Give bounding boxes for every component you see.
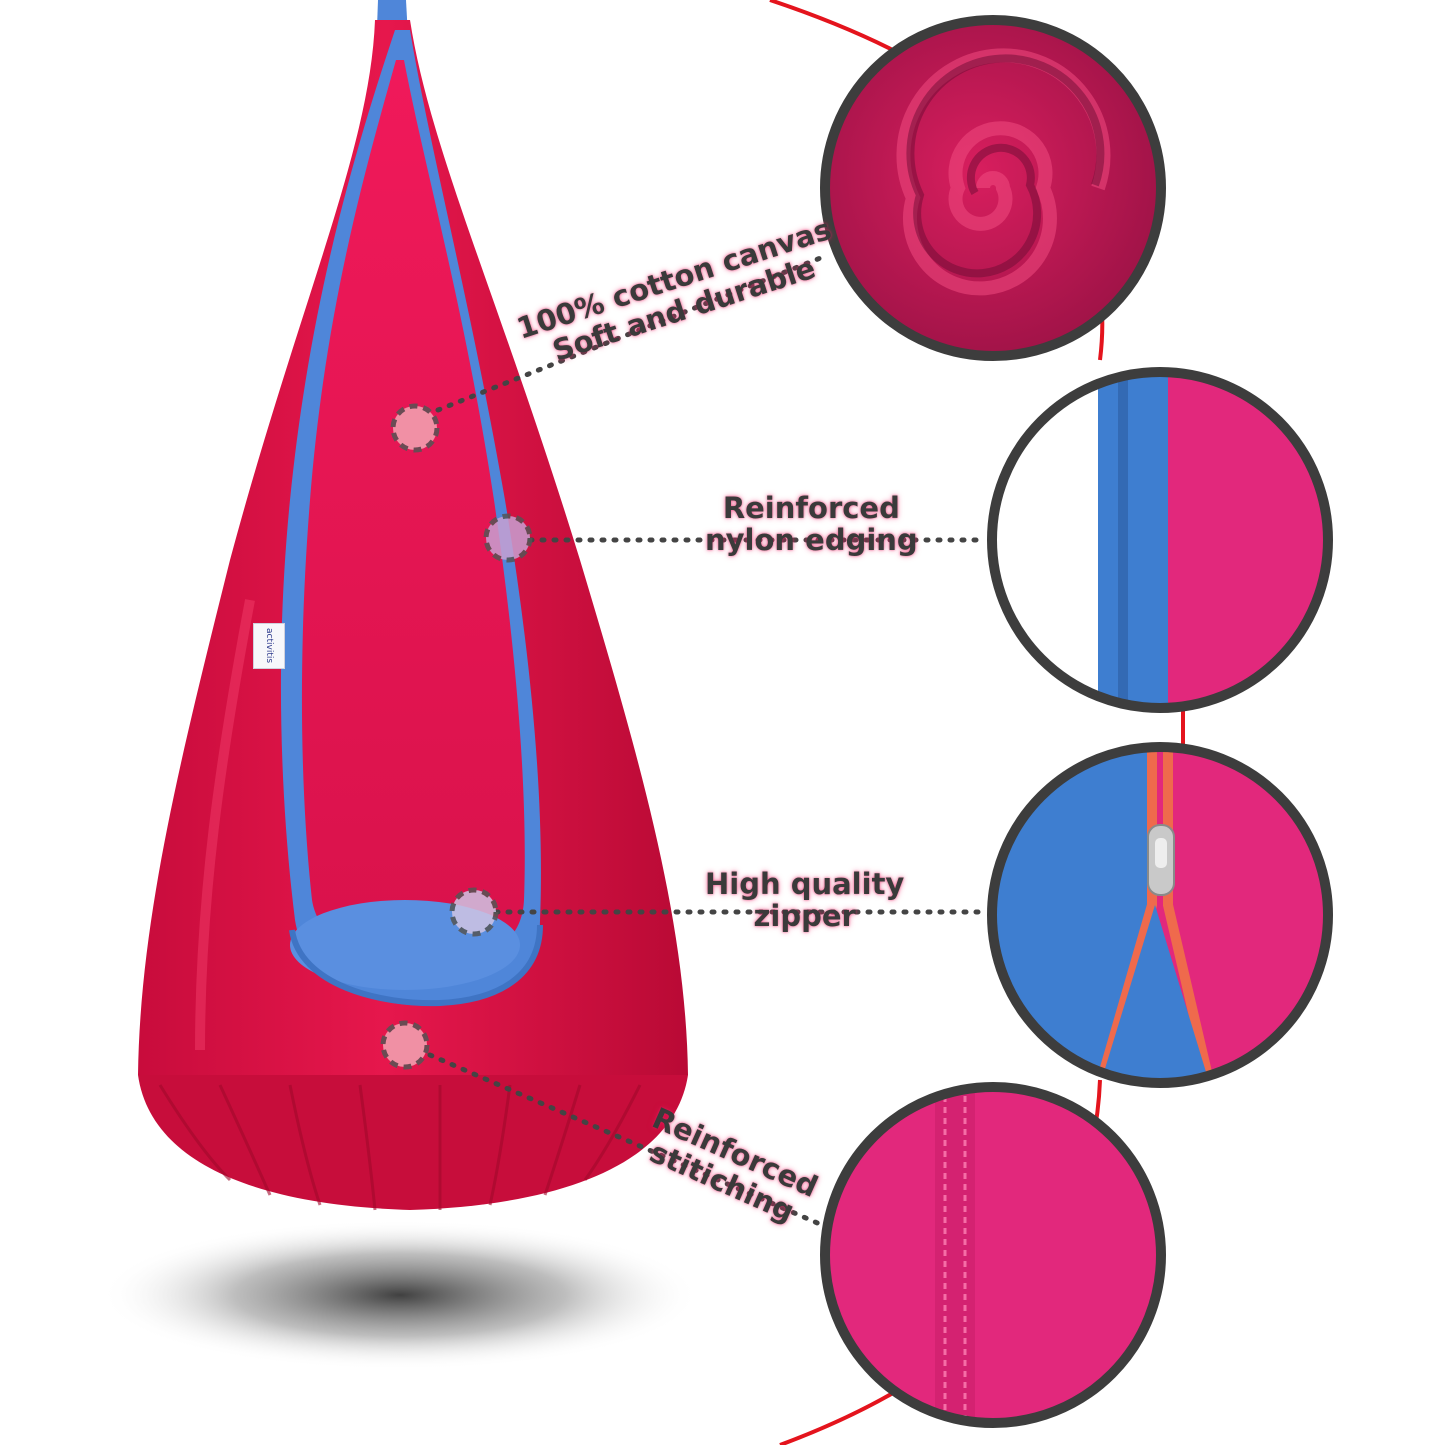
detail-zipper xyxy=(987,742,1333,1088)
callout-zipper: High quality zipper xyxy=(705,868,904,933)
detail-nylon-edging xyxy=(987,367,1333,713)
leader-stitching xyxy=(427,1052,825,1228)
brand-tag: activitis xyxy=(253,623,285,669)
hotspot-cotton xyxy=(390,403,440,453)
hotspot-edging xyxy=(483,513,533,563)
callout-zipper-line1: High quality xyxy=(705,867,905,901)
hotspot-zipper xyxy=(449,887,499,937)
brand-tag-text: activitis xyxy=(264,628,274,664)
callout-zipper-line2: zipper xyxy=(753,899,856,934)
detail-stitching xyxy=(820,1082,1166,1428)
hotspot-stitching xyxy=(380,1020,430,1070)
callout-edging-line2: nylon edging xyxy=(705,523,918,558)
callout-nylon-edging: Reinforced nylon edging xyxy=(705,492,918,557)
floor-shadow xyxy=(100,1220,700,1370)
callout-edging-line1: Reinforced xyxy=(722,491,900,525)
leader-cotton xyxy=(435,252,831,413)
detail-cotton-canvas xyxy=(820,15,1166,361)
